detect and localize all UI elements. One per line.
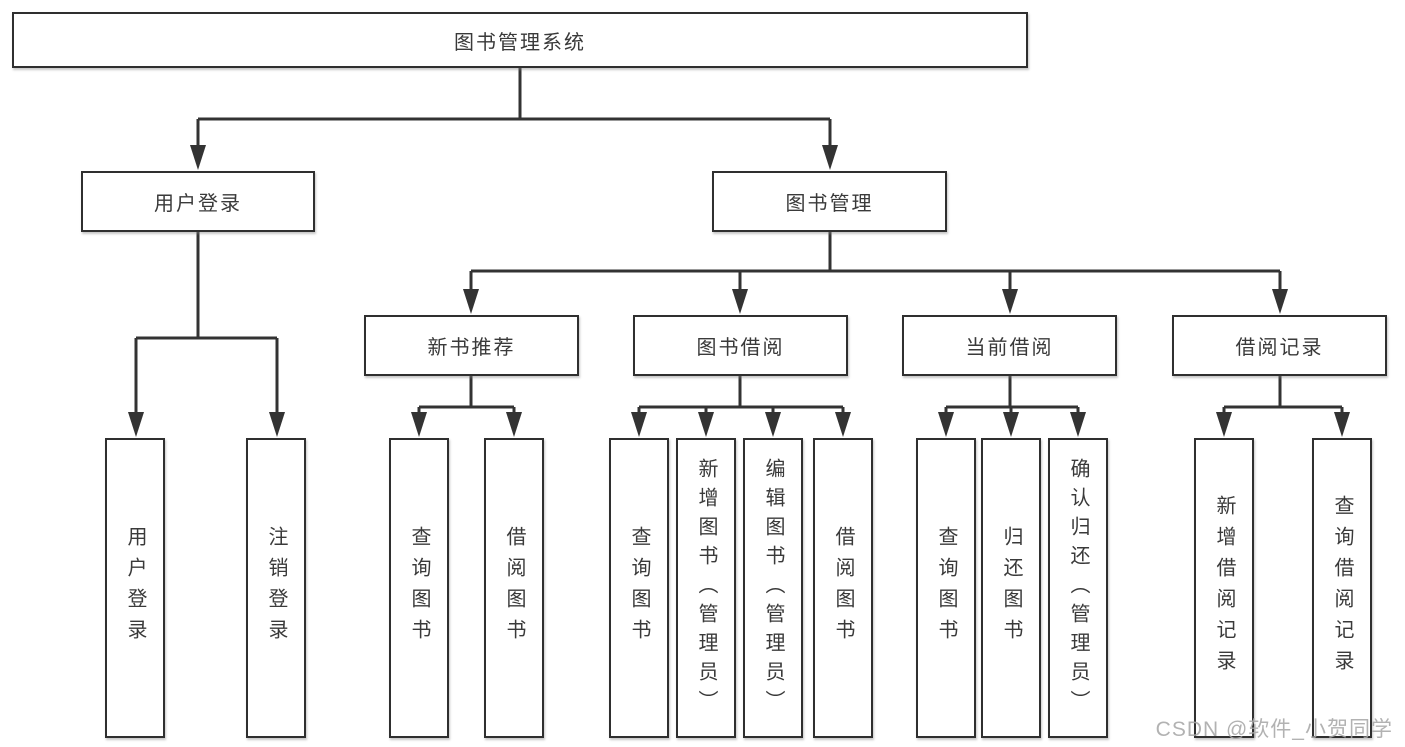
leaf-edit-book-admin: 编辑图书（管理员） — [743, 438, 803, 738]
leaf-query-books-current: 查询图书 — [916, 438, 976, 738]
root-box-label: 图书管理系统 — [454, 31, 586, 54]
node-user-login-label: 用户登录 — [154, 193, 242, 215]
leaf-logout: 注销登录 — [246, 438, 306, 738]
root-box-library-system: 图书管理系统 — [12, 12, 1028, 68]
leaf-query-books-current-label: 查询图书 — [935, 526, 957, 650]
leaf-confirm-return-admin-label: 确认归还（管理员） — [1067, 457, 1089, 719]
leaf-query-borrow-record-label: 查询借阅记录 — [1331, 495, 1353, 681]
leaf-query-books-recommend-label: 查询图书 — [408, 526, 430, 650]
leaf-query-books-borrow-label: 查询图书 — [628, 526, 650, 650]
node-current-borrow: 当前借阅 — [902, 315, 1117, 376]
leaf-add-book-admin-label: 新增图书（管理员） — [695, 457, 717, 719]
node-book-management-label: 图书管理 — [785, 193, 874, 215]
leaf-add-borrow-record-label: 新增借阅记录 — [1213, 495, 1235, 681]
leaf-return-book: 归还图书 — [981, 438, 1041, 738]
leaf-edit-book-admin-label: 编辑图书（管理员） — [762, 457, 784, 719]
leaf-confirm-return-admin: 确认归还（管理员） — [1048, 438, 1108, 738]
node-new-book-recommend: 新书推荐 — [364, 315, 579, 376]
node-user-login: 用户登录 — [81, 171, 315, 232]
leaf-borrow-books-recommend-label: 借阅图书 — [503, 526, 525, 650]
node-borrow-records-label: 借阅记录 — [1235, 337, 1324, 359]
arrowhead-icons — [128, 145, 1350, 437]
node-book-management: 图书管理 — [712, 171, 947, 232]
node-new-book-recommend-label: 新书推荐 — [427, 337, 516, 359]
leaf-borrow-books-recommend: 借阅图书 — [484, 438, 544, 738]
leaf-user-login: 用户登录 — [105, 438, 165, 738]
leaf-query-books-recommend: 查询图书 — [389, 438, 449, 738]
leaf-query-borrow-record: 查询借阅记录 — [1312, 438, 1372, 738]
node-current-borrow-label: 当前借阅 — [965, 337, 1054, 359]
node-book-borrow: 图书借阅 — [633, 315, 848, 376]
leaf-query-books-borrow: 查询图书 — [609, 438, 669, 738]
leaf-add-borrow-record: 新增借阅记录 — [1194, 438, 1254, 738]
leaf-return-book-label: 归还图书 — [1000, 526, 1022, 650]
node-borrow-records: 借阅记录 — [1172, 315, 1387, 376]
leaf-add-book-admin: 新增图书（管理员） — [676, 438, 736, 738]
leaf-logout-label: 注销登录 — [265, 526, 287, 650]
leaf-borrow-books: 借阅图书 — [813, 438, 873, 738]
watermark: CSDN @软件_小贺同学 — [1155, 718, 1393, 741]
leaf-borrow-books-label: 借阅图书 — [832, 526, 854, 650]
leaf-user-login-label: 用户登录 — [124, 526, 146, 650]
node-book-borrow-label: 图书借阅 — [696, 337, 785, 359]
